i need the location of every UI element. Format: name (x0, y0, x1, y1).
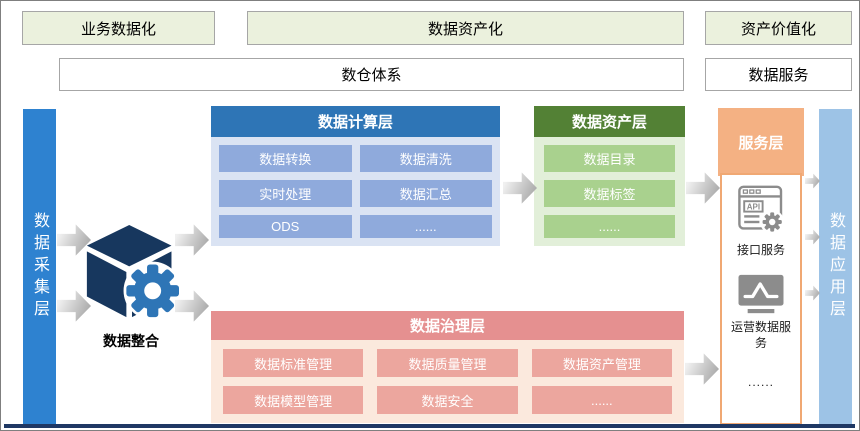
operations-chart-icon (738, 274, 784, 314)
arrow-asset-to-service (686, 172, 720, 204)
arrow-integration-to-compute (175, 224, 209, 256)
data-compute-layer-title: 数据计算层 (211, 106, 500, 137)
data-governance-layer-body: 数据标准管理 数据质量管理 数据资产管理 数据模型管理 数据安全 ...... (211, 340, 684, 423)
data-asset-layer-title: 数据资产层 (534, 106, 685, 137)
data-collection-layer-bar: 数据采集层 (23, 109, 56, 425)
arrow-integration-to-governance (175, 290, 209, 322)
data-application-layer-label: 数据应用层 (827, 212, 844, 322)
asset-item: ...... (544, 215, 675, 238)
api-interface-icon: API (738, 185, 785, 234)
box-data-services: 数据服务 (705, 58, 852, 91)
banner-business-datafication: 业务数据化 (22, 11, 215, 45)
service-layer-body: API 接口服务 运营数据服务 ...... (720, 173, 802, 425)
data-asset-layer-body: 数据目录 数据标签 ...... (534, 137, 685, 246)
compute-item: ODS (219, 215, 352, 238)
arrow-service-to-application-1 (805, 173, 820, 189)
cube-gear-icon (86, 225, 179, 320)
banner-asset-valorization: 资产价值化 (705, 11, 852, 45)
governance-item: 数据资产管理 (531, 349, 672, 377)
asset-item: 数据目录 (544, 145, 675, 172)
governance-item: ...... (531, 386, 672, 414)
arrow-compute-to-asset (503, 172, 537, 204)
compute-item: ...... (359, 215, 492, 238)
operations-data-service-label: 运营数据服务 (730, 320, 791, 350)
box-data-warehouse-system: 数仓体系 (59, 58, 684, 91)
compute-item: 数据汇总 (359, 180, 492, 207)
service-more-label: ...... (747, 375, 774, 389)
banner-data-assetization: 数据资产化 (247, 11, 684, 45)
data-integration-label: 数据整合 (103, 333, 159, 349)
governance-item: 数据模型管理 (223, 386, 364, 414)
bottom-divider (4, 424, 855, 428)
data-governance-layer-title: 数据治理层 (211, 311, 684, 340)
arrow-governance-to-service (685, 353, 719, 385)
data-asset-layer: 数据资产层 数据目录 数据标签 ...... (534, 106, 685, 246)
data-collection-layer-label: 数据采集层 (31, 212, 48, 322)
arrow-service-to-application-2 (805, 229, 820, 245)
data-compute-layer-body: 数据转换 数据清洗 实时处理 数据汇总 ODS ...... (211, 137, 500, 246)
api-service-label: 接口服务 (736, 243, 785, 257)
governance-item: 数据质量管理 (377, 349, 518, 377)
governance-item: 数据标准管理 (223, 349, 364, 377)
data-application-layer-bar: 数据应用层 (819, 109, 852, 425)
data-governance-layer: 数据治理层 数据标准管理 数据质量管理 数据资产管理 数据模型管理 数据安全 .… (211, 311, 684, 423)
compute-item: 数据清洗 (359, 145, 492, 172)
arrow-service-to-application-3 (805, 285, 820, 301)
governance-item: 数据安全 (377, 386, 518, 414)
asset-item: 数据标签 (544, 180, 675, 207)
compute-item: 实时处理 (219, 180, 352, 207)
service-layer-title: 服务层 (718, 108, 804, 176)
data-compute-layer: 数据计算层 数据转换 数据清洗 实时处理 数据汇总 ODS ...... (211, 106, 500, 246)
svg-text:API: API (747, 203, 760, 212)
compute-item: 数据转换 (219, 145, 352, 172)
